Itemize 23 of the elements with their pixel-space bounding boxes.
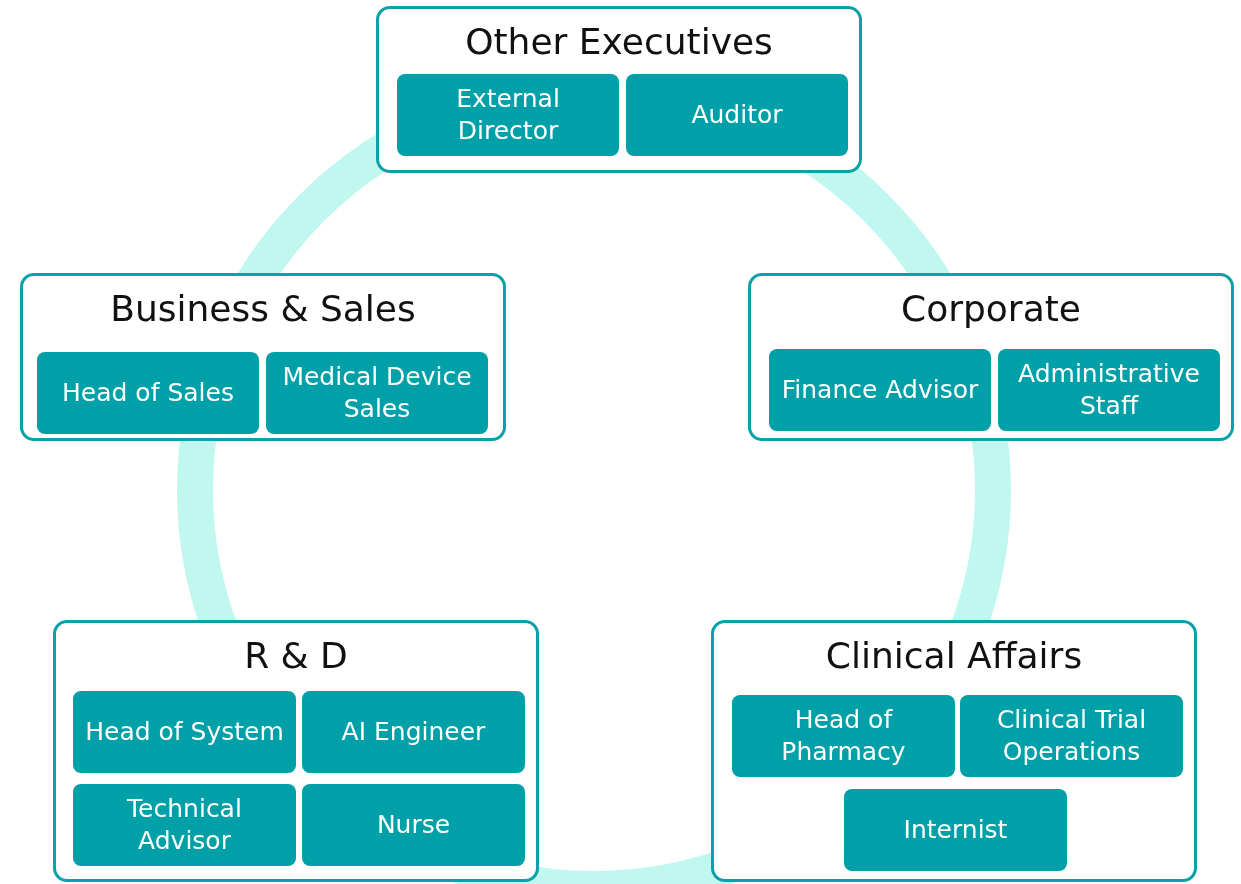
role-box: External Director [397, 74, 619, 156]
group-title: Business & Sales [109, 288, 417, 329]
role-box: Medical Device Sales [266, 352, 488, 434]
role-box: Administrative Staff [998, 349, 1220, 431]
group-card [711, 620, 1197, 882]
role-box: Finance Advisor [769, 349, 991, 431]
group-card [376, 6, 862, 173]
role-box: Internist [844, 789, 1067, 871]
role-box: Clinical Trial Operations [960, 695, 1183, 777]
group-title: Corporate [900, 288, 1082, 329]
role-box: Nurse [302, 784, 525, 866]
role-box: Head of System [73, 691, 296, 773]
group-title: R & D [243, 635, 349, 676]
role-box: Technical Advisor [73, 784, 296, 866]
role-box: AI Engineer [302, 691, 525, 773]
role-box: Auditor [626, 74, 848, 156]
group-card [20, 273, 506, 441]
group-card [53, 620, 539, 882]
group-title: Other Executives [464, 21, 774, 62]
role-box: Head of Sales [37, 352, 259, 434]
role-box: Head of Pharmacy [732, 695, 955, 777]
group-title: Clinical Affairs [824, 635, 1084, 676]
group-card [748, 273, 1234, 441]
